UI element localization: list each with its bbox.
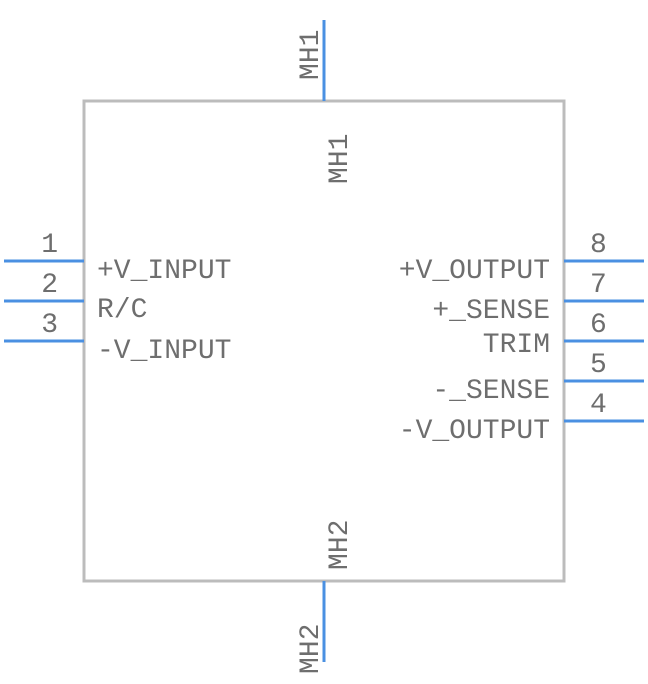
pin-number-mh2: MH2 bbox=[296, 624, 327, 674]
pin-name-7: +_SENSE bbox=[432, 296, 550, 327]
pin-number-5: 5 bbox=[590, 350, 607, 381]
pin-name-mh1: MH1 bbox=[325, 134, 356, 184]
pin-number-7: 7 bbox=[590, 270, 607, 301]
pin-number-mh1: MH1 bbox=[296, 30, 327, 80]
pin-name-1: +V_INPUT bbox=[97, 256, 231, 287]
pin-number-3: 3 bbox=[41, 310, 58, 341]
pin-name-mh2: MH2 bbox=[325, 520, 356, 570]
pin-name-3: -V_INPUT bbox=[97, 336, 231, 367]
pin-number-2: 2 bbox=[41, 270, 58, 301]
pin-name-4: -V_OUTPUT bbox=[399, 416, 550, 447]
pin-name-6: TRIM bbox=[483, 330, 550, 361]
pin-name-2: R/C bbox=[97, 295, 147, 326]
pin-name-8: +V_OUTPUT bbox=[399, 256, 550, 287]
pin-number-4: 4 bbox=[590, 390, 607, 421]
pin-number-6: 6 bbox=[590, 310, 607, 341]
pin-number-8: 8 bbox=[590, 230, 607, 261]
pin-name-5: -_SENSE bbox=[432, 376, 550, 407]
pin-number-1: 1 bbox=[41, 230, 58, 261]
